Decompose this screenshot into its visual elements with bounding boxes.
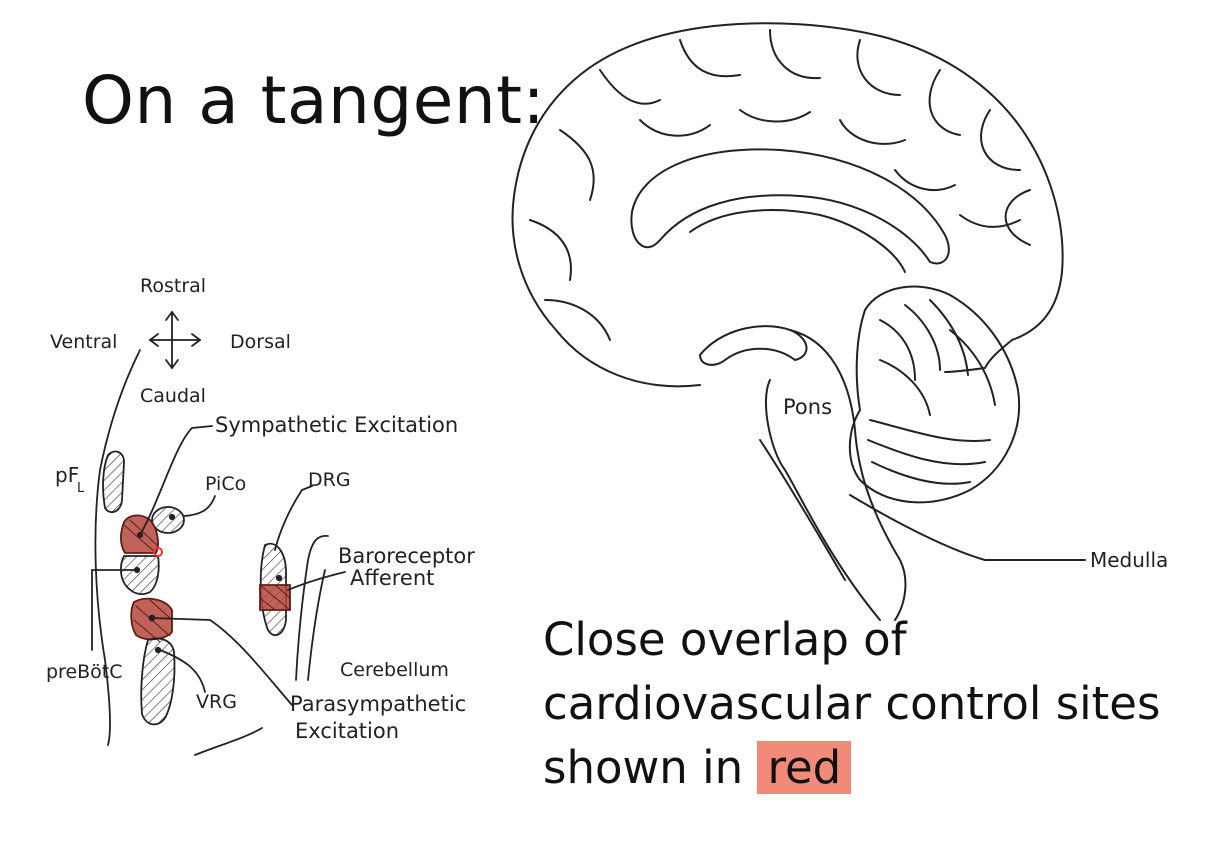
caption-line-3: shown in red: [543, 736, 1203, 800]
label-pfl: pF: [55, 463, 79, 487]
label-excitation: Excitation: [295, 719, 399, 743]
schematic-labels: Rostral Ventral Dorsal Caudal Sympatheti…: [46, 275, 475, 743]
pfl-region: [102, 450, 125, 514]
slide-title: On a tangent:: [82, 62, 546, 139]
label-vrg: VRG: [196, 691, 237, 713]
pico-region: [151, 506, 185, 534]
brainstem-outline: [764, 379, 881, 621]
label-caudal: Caudal: [140, 385, 206, 407]
brain-sagittal-drawing: [511, 22, 1086, 621]
label-medulla: Medulla: [1090, 548, 1168, 572]
direction-compass-icon: [148, 310, 202, 370]
label-drg: DRG: [308, 469, 351, 491]
prebotc-region: [120, 555, 160, 595]
label-parasympathetic: Parasympathetic: [290, 692, 466, 716]
corpus-callosum: [630, 148, 950, 265]
caption-line-2: cardiovascular control sites: [543, 677, 1161, 730]
label-baroreceptor: Baroreceptor: [338, 544, 475, 568]
label-ventral: Ventral: [50, 331, 117, 353]
label-pons: Pons: [783, 395, 832, 419]
caption-red-highlight: red: [757, 741, 852, 794]
label-pico: PiCo: [205, 473, 246, 495]
label-rostral: Rostral: [140, 275, 206, 297]
label-pfl-subscript: L: [77, 481, 85, 496]
label-dorsal: Dorsal: [230, 331, 291, 353]
caption-text: Close overlap of cardiovascular control …: [543, 608, 1203, 800]
caption-line-1: Close overlap of: [543, 613, 907, 666]
label-afferent: Afferent: [350, 566, 434, 590]
cortex-outline: [511, 22, 1064, 388]
brain-labels: Pons Medulla: [783, 395, 1168, 572]
brainstem-schematic: [91, 310, 346, 756]
label-sympathetic-excitation: Sympathetic Excitation: [215, 413, 458, 437]
caption-line-3-prefix: shown in: [543, 741, 744, 794]
red-marker-dot: [153, 547, 163, 557]
label-prebotc: preBötC: [46, 661, 123, 683]
label-cerebellum: Cerebellum: [340, 659, 449, 681]
cerebellum-outline: [848, 285, 1020, 504]
vrg-region: [140, 637, 176, 726]
